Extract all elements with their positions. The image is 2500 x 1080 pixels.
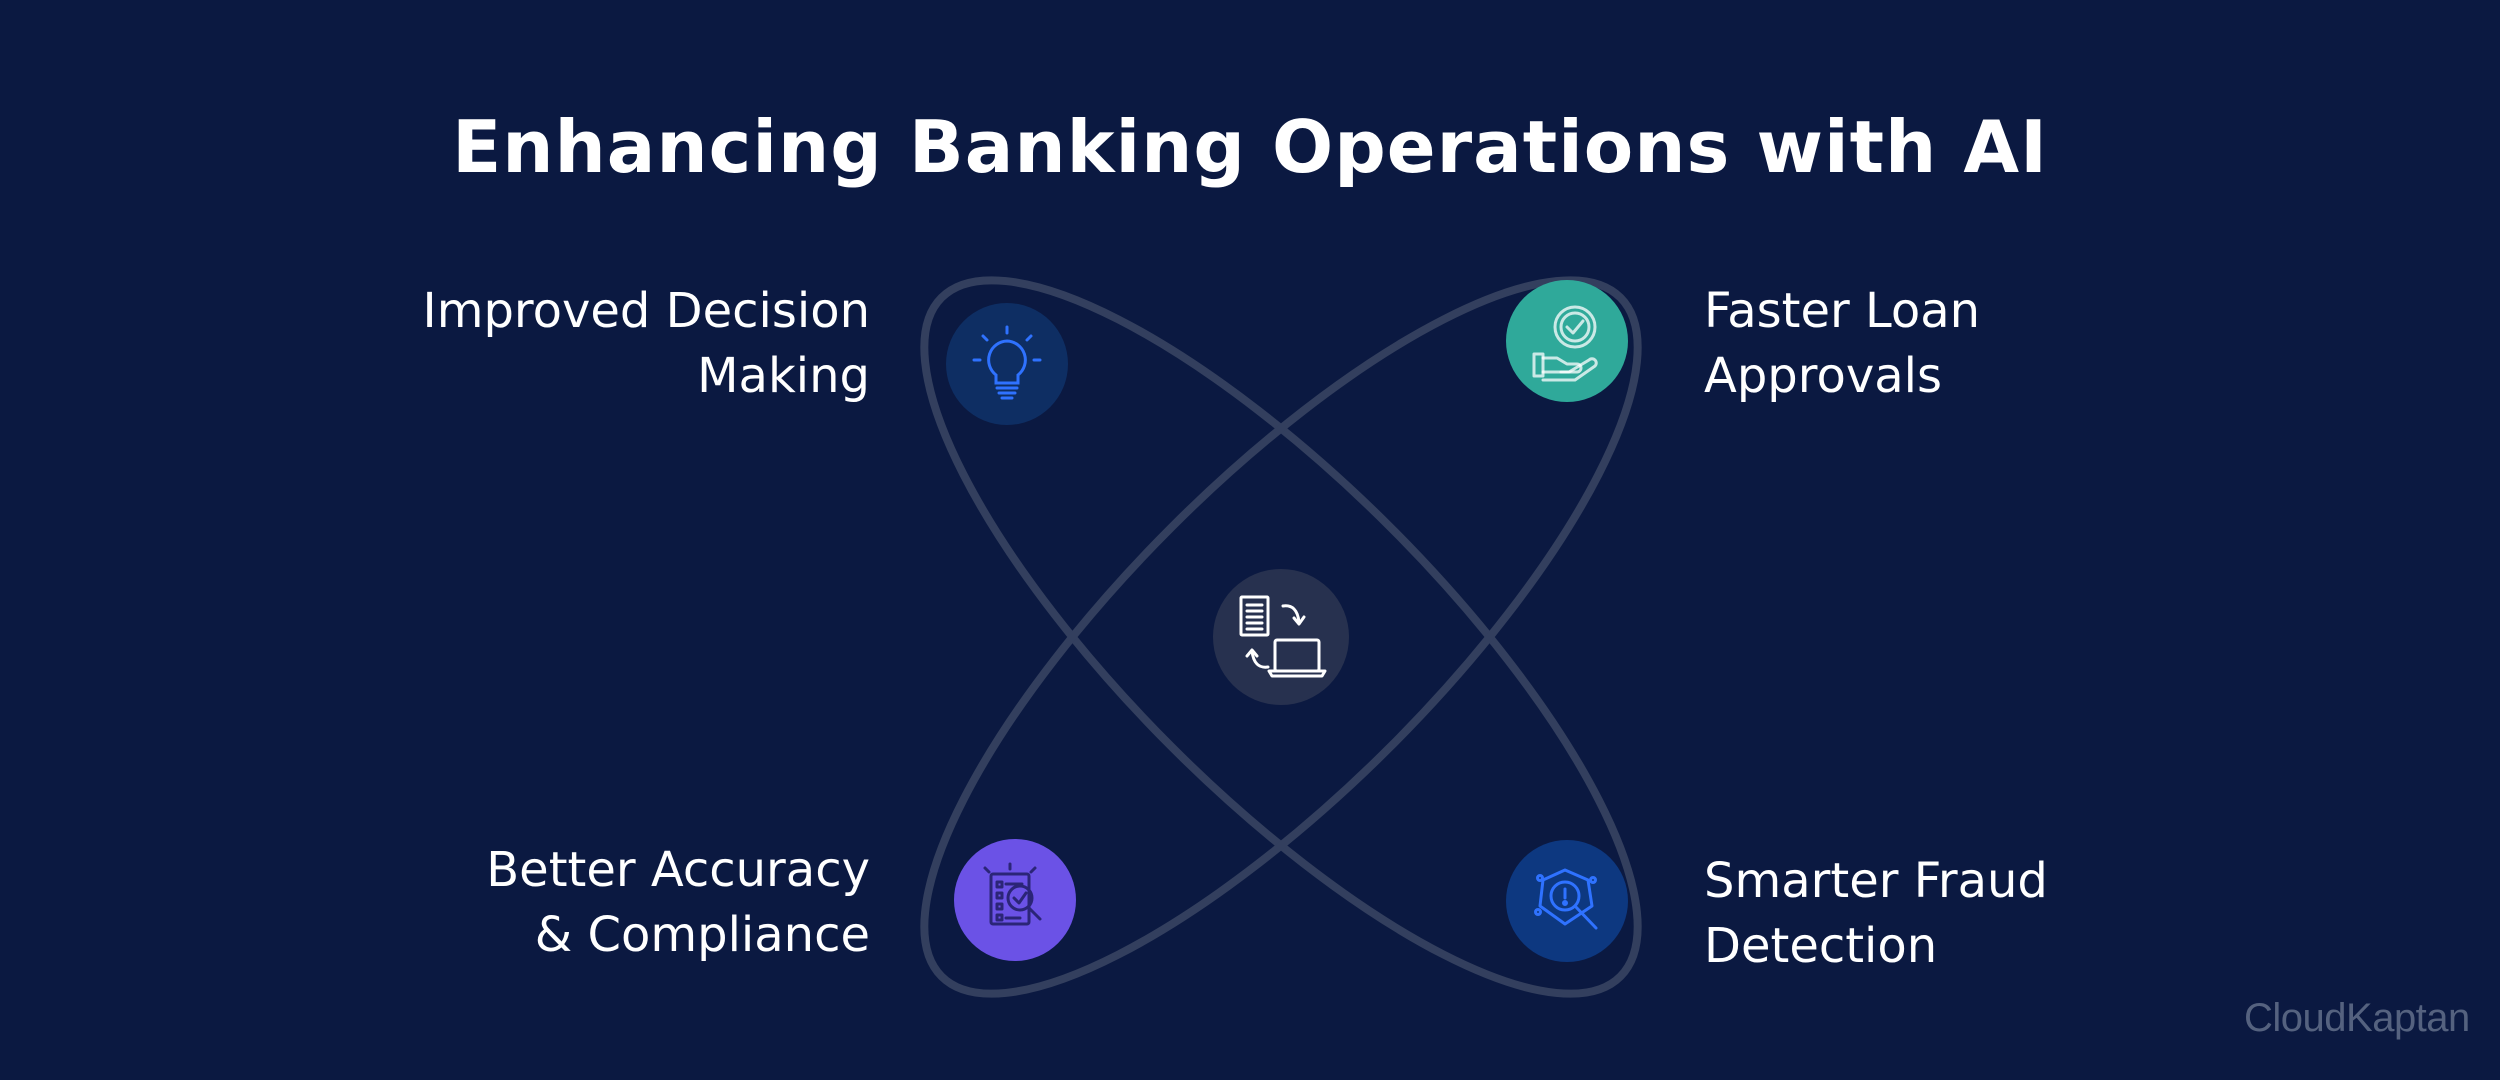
label-smarter-fraud-detection: Smarter Fraud Detection: [1704, 849, 2048, 979]
label-line-1: Smarter Fraud: [1704, 853, 2048, 909]
node-smarter-fraud-detection: [1506, 840, 1628, 962]
lightbulb-icon: [972, 325, 1042, 400]
label-improved-decision-making: Improved Decision Making: [423, 279, 870, 409]
label-line-1: Better Accuracy: [486, 842, 870, 898]
cloudkaptan-logo: CloudKaptan: [2244, 996, 2470, 1040]
fraud-shield-magnifier-icon: [1534, 868, 1598, 930]
node-center: [1213, 569, 1349, 705]
label-better-accuracy-compliance: Better Accuracy & Compliance: [486, 838, 870, 968]
node-circle: [946, 303, 1068, 425]
label-line-1: Improved Decision: [422, 283, 870, 339]
label-line-2: Detection: [1704, 918, 1938, 974]
label-line-2: & Compliance: [534, 907, 870, 963]
ellipse-top-right-to-bottom-left: [920, 276, 1642, 998]
connector-ellipses: [920, 276, 1642, 998]
document-magnifier-check-icon: [983, 862, 1042, 926]
hand-checkmark-icon: [1532, 305, 1598, 382]
ellipse-top-left-to-bottom-right: [920, 276, 1642, 998]
node-circle: [1506, 280, 1628, 402]
label-line-2: Approvals: [1704, 348, 1942, 404]
node-better-accuracy-compliance: [954, 839, 1076, 961]
label-line-2: Making: [697, 348, 870, 404]
page-title: Enhancing Banking Operations with AI: [452, 105, 2048, 189]
label-faster-loan-approvals: Faster Loan Approvals: [1704, 279, 1980, 409]
center-circle: [1213, 569, 1349, 705]
document-to-laptop-sync-icon: [1239, 595, 1327, 678]
node-faster-loan-approvals: [1506, 280, 1628, 402]
label-line-1: Faster Loan: [1704, 283, 1981, 339]
node-improved-decision-making: [946, 303, 1068, 425]
